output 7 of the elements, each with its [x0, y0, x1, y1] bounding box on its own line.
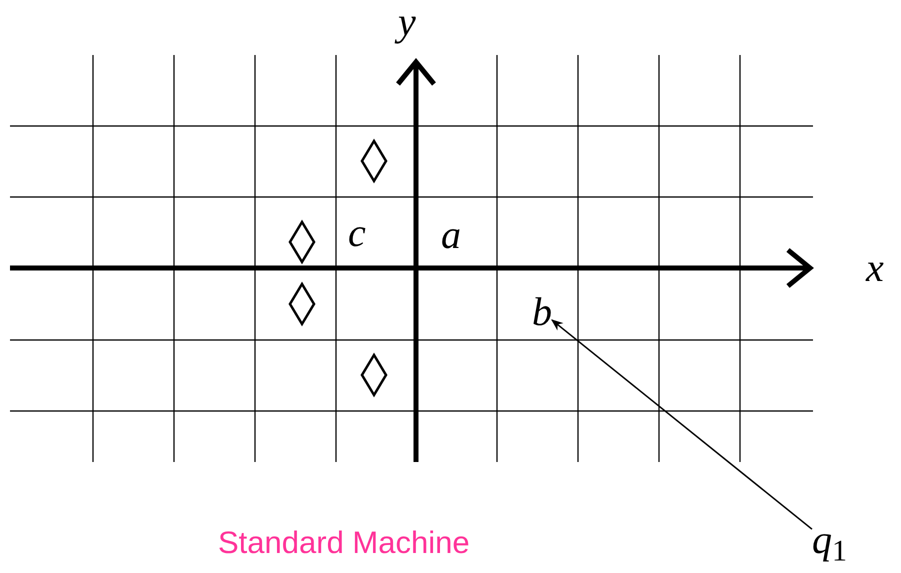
variable-label: b	[532, 292, 552, 332]
variable-label: a	[441, 215, 461, 255]
axis-label: x	[866, 248, 884, 288]
variable-label: q$_{1}$	[812, 520, 847, 566]
leader-arrow	[551, 319, 812, 530]
variable-label: c	[348, 213, 366, 253]
caption-text: Standard Machine	[218, 527, 470, 558]
